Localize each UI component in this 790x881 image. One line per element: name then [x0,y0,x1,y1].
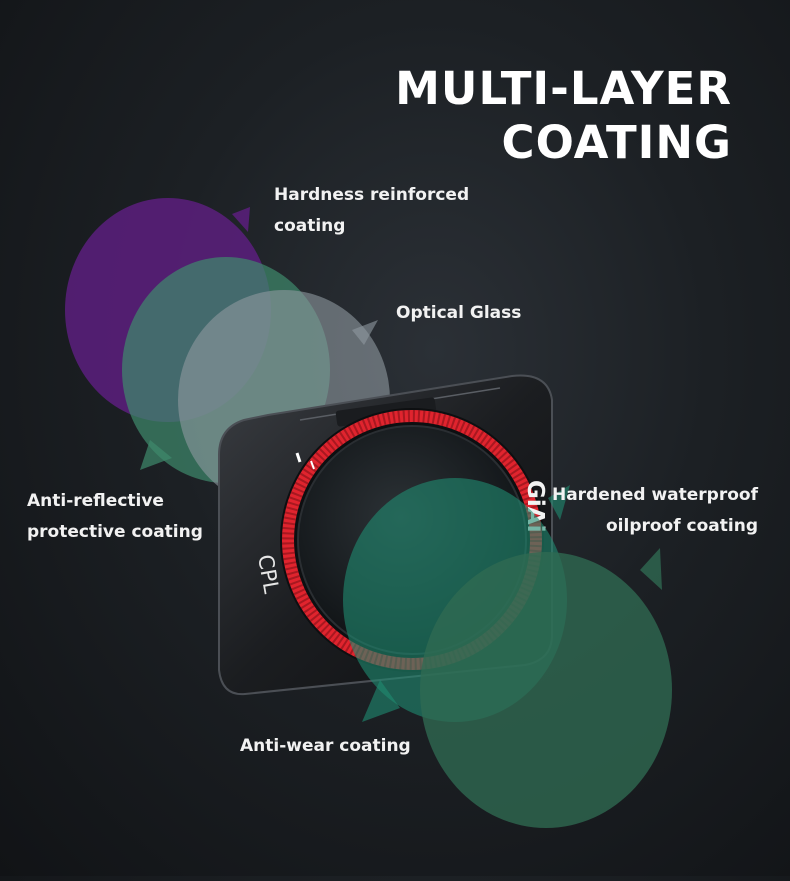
label-anti-wear-coating: Anti-wear coating [240,731,411,762]
title-line-1: MULTI-LAYER [395,62,732,115]
label-hardness-coating: Hardness reinforced coating [274,180,469,242]
title-line-2: COATING [501,116,732,169]
label-line: Anti-wear coating [240,736,411,756]
label-line: protective coating [27,522,203,542]
label-waterproof-coating: Hardened waterproof oilproof coating [552,480,758,542]
label-line: Optical Glass [396,303,522,323]
label-anti-reflective-coating: Anti-reflective protective coating [27,486,203,548]
page-title: MULTI-LAYER COATING [395,62,732,170]
label-line: Anti-reflective [27,491,164,511]
label-line: Hardened waterproof [551,485,758,505]
label-line: coating [274,216,346,236]
anti-wear-coating-layer [362,548,672,828]
label-line: Hardness reinforced [274,185,470,205]
label-optical-glass: Optical Glass [396,298,521,329]
label-line: oilproof coating [605,516,758,536]
